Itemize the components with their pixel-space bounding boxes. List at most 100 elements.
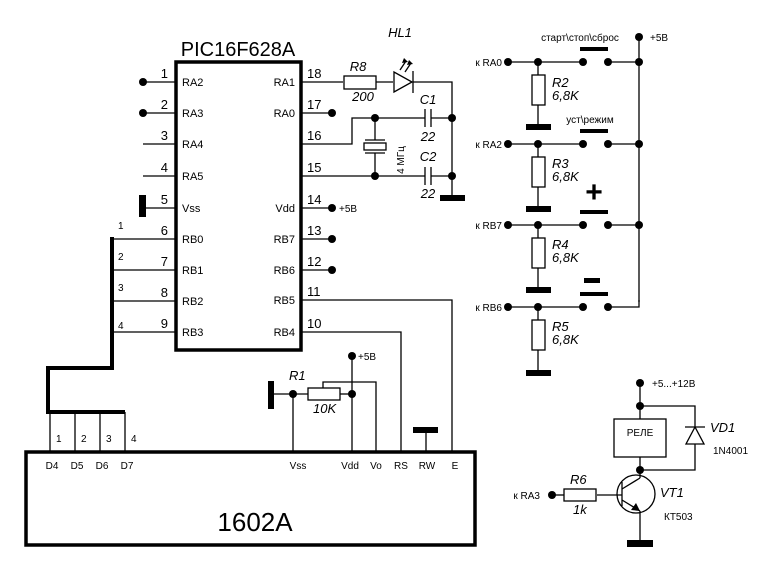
c2-ref: C2 [420, 149, 437, 164]
pin-number: 5 [161, 192, 168, 207]
resistor-value: 6,8K [552, 169, 580, 184]
net-label: к RA0 [475, 58, 502, 69]
mcu-name: PIC16F628A [181, 39, 296, 61]
pin-number: 16 [307, 128, 321, 143]
bus-label: 3 [118, 283, 124, 294]
net-label: к RB6 [475, 303, 502, 314]
pin-label: RA5 [182, 171, 203, 183]
lcd-pin-label: RS [394, 461, 408, 472]
button-row-ra0: к RA0 старт\стоп\сброс R2 6,8K [475, 32, 643, 130]
supply-label: +5...+12B [652, 379, 696, 390]
ground-symbol [268, 381, 274, 409]
bus-number: 1 [56, 434, 62, 445]
relay-label: РЕЛЕ [627, 428, 654, 439]
led-ref: HL1 [388, 25, 412, 40]
led-diode-icon [393, 70, 414, 94]
lcd-pin-label: Vss [290, 461, 307, 472]
pin-number: 10 [307, 316, 321, 331]
lcd-pin-label: D5 [71, 461, 84, 472]
pin-number: 12 [307, 254, 321, 269]
button-minus[interactable] [580, 292, 608, 296]
resistor-ref: R4 [552, 237, 569, 252]
pin-label: RA1 [274, 77, 295, 89]
bus-number: 3 [106, 434, 112, 445]
button-label: старт\стоп\сброс [541, 32, 619, 44]
supply-label: +5B [339, 204, 357, 215]
resistor-r2 [531, 74, 546, 106]
pin-number: 2 [161, 97, 168, 112]
button-row-rb7: + к RB7 R4 6,8K [475, 176, 643, 293]
pin-label: RB0 [182, 234, 203, 246]
relay-driver: +5...+12B РЕЛЕ VD1 1N4001 VT1 КТ503 к RA… [513, 379, 748, 547]
pin-number: 3 [161, 128, 168, 143]
pin-number: 17 [307, 97, 321, 112]
resistor-value: 6,8K [552, 250, 580, 265]
net-label: к RA3 [513, 491, 540, 502]
pin-label: Vdd [275, 203, 295, 215]
pin-label: RB3 [182, 327, 203, 339]
resistor-value: 6,8K [552, 88, 580, 103]
oscillator-circuit: 4 МГц C1 22 C2 22 [363, 92, 465, 201]
net-label: к RA2 [475, 140, 502, 151]
pin-number: 18 [307, 66, 321, 81]
mcu-body [174, 60, 303, 352]
net-label: к RB7 [475, 221, 502, 232]
pin-number: 14 [307, 192, 321, 207]
button-row-ra2: к RA2 уст\режим R3 6,8K [475, 115, 643, 212]
pin-label: RB1 [182, 265, 203, 277]
resistor-ref: R2 [552, 75, 569, 90]
transistor-ref: VT1 [660, 485, 684, 500]
lcd-name: 1602A [217, 507, 293, 537]
data-bus: 1 2 3 4 1 2 3 4 [46, 221, 137, 451]
lcd-pin-label: RW [419, 461, 436, 472]
pin-label: RA3 [182, 108, 203, 120]
pin-number: 4 [161, 160, 168, 175]
supply-label: +5B [650, 33, 668, 44]
pin-number: 6 [161, 223, 168, 238]
resistor-ref: R3 [552, 156, 569, 171]
bus-number: 4 [131, 434, 137, 445]
pin-label: RB7 [274, 234, 295, 246]
ground-symbol [526, 206, 551, 212]
pin-label: RB4 [274, 327, 295, 339]
lcd-pin-label: E [452, 461, 459, 472]
ground-symbol [413, 427, 438, 433]
ground-symbol [440, 195, 465, 201]
junction-dot [328, 266, 336, 274]
resistor-r6 [563, 488, 597, 502]
bus-number: 2 [81, 434, 87, 445]
r1-value: 10K [313, 401, 337, 416]
ground-symbol [526, 370, 551, 376]
crystal-frequency: 4 МГц [396, 146, 407, 174]
button-set-mode[interactable] [580, 129, 608, 133]
pin-label: Vss [182, 203, 201, 215]
contrast-potentiometer: R1 10K +5B [268, 352, 438, 452]
button-row-rb6: к RB6 R5 6,8K [475, 278, 640, 376]
button-plus[interactable] [580, 210, 608, 214]
pin-number: 1 [161, 66, 168, 81]
pin-number: 8 [161, 285, 168, 300]
resistor-r5 [531, 319, 546, 351]
resistor-r3 [531, 156, 546, 188]
r6-ref: R6 [570, 472, 587, 487]
pin-number: 15 [307, 160, 321, 175]
emitter-arrow-icon [631, 503, 640, 511]
junction-dot [139, 78, 147, 86]
junction-dot [328, 109, 336, 117]
wiper-line [322, 381, 377, 452]
junction-dot [448, 172, 456, 180]
button-label-plus: + [585, 176, 603, 209]
ground-symbol [139, 195, 146, 217]
ground-symbol [526, 124, 551, 130]
pin-label: RA0 [274, 108, 295, 120]
mcu-left-pins: 1 RA2 2 RA3 3 RA4 4 RA5 5 Vss 6 RB0 7 [112, 66, 203, 339]
button-start-stop-reset[interactable] [580, 47, 608, 51]
pin-number: 11 [307, 284, 321, 299]
pin-label: RA2 [182, 77, 203, 89]
mcu-chip: PIC16F628A 1 RA2 2 RA3 3 RA4 4 RA5 5 V [112, 39, 453, 452]
resistor-value: 6,8K [552, 332, 580, 347]
relay-coil [613, 418, 667, 458]
led-circuit: HL1 R8 200 [343, 25, 453, 196]
r1-ref: R1 [289, 368, 306, 383]
junction-dot [328, 204, 336, 212]
